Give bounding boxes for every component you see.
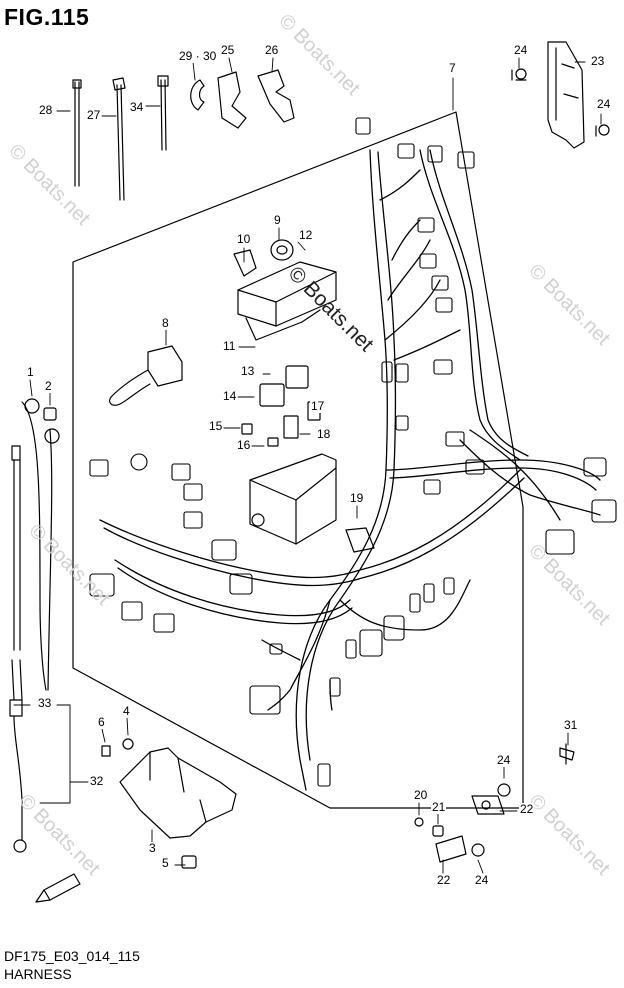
callout-number: 9 — [273, 213, 282, 227]
connectors — [89, 117, 617, 787]
callout-number: 22 — [436, 873, 452, 887]
bracket-23 — [511, 41, 610, 149]
callout-number: 5 — [161, 856, 170, 870]
bracket-3 — [101, 738, 237, 869]
callout-number: 22 — [519, 802, 535, 816]
fwd-arrow-icon — [35, 873, 81, 903]
callout-number: 24 — [496, 753, 512, 767]
fuse-box-assembly — [233, 239, 337, 341]
callout-number: 3 — [148, 841, 157, 855]
relays-fuses — [241, 365, 321, 447]
callout-number: 26 — [264, 43, 280, 57]
callout-number: 33 — [37, 696, 53, 710]
leader-lines — [13, 57, 602, 874]
callout-number: 19 — [349, 491, 365, 505]
battery-cables — [9, 398, 60, 853]
callout-number: 24 — [596, 97, 612, 111]
callout-number: 34 — [129, 100, 145, 114]
callout-number: 4 — [122, 704, 131, 718]
callout-number: 29 · 30 — [178, 49, 218, 63]
callout-number: 28 — [38, 103, 54, 117]
callout-number: 32 — [89, 774, 105, 788]
callout-number: 1 — [26, 365, 35, 379]
callout-number: 8 — [161, 316, 170, 330]
callout-number: 6 — [97, 715, 106, 729]
callout-number: 24 — [474, 873, 490, 887]
callout-number: 10 — [236, 232, 252, 246]
cap-19 — [345, 527, 375, 553]
callout-number: 16 — [236, 438, 252, 452]
callout-number: 17 — [310, 399, 326, 413]
callout-number: 13 — [240, 364, 256, 378]
cable-ties — [72, 75, 169, 201]
figure-caption: HARNESS — [4, 966, 72, 982]
callout-number: 2 — [44, 379, 53, 393]
callout-number: 14 — [222, 389, 238, 403]
assembly-outline — [72, 111, 524, 809]
callout-number: 12 — [298, 228, 314, 242]
lower-right-hardware — [414, 743, 575, 863]
callout-number: 24 — [513, 43, 529, 57]
wire-harness-7 — [99, 149, 601, 791]
junction-box — [249, 453, 337, 545]
callout-number: 23 — [590, 54, 606, 68]
clamps — [190, 69, 295, 129]
relay-8 — [108, 345, 183, 406]
callout-number: 27 — [86, 108, 102, 122]
callout-number: 18 — [316, 427, 332, 441]
callout-number: 21 — [431, 800, 447, 814]
callout-number: 31 — [563, 718, 579, 732]
callout-number: 7 — [448, 61, 457, 75]
model-code: DF175_E03_014_115 — [4, 948, 140, 964]
callout-number: 11 — [222, 339, 237, 353]
figure-title: FIG.115 — [4, 4, 90, 30]
callout-number: 25 — [220, 43, 236, 57]
callout-number: 20 — [413, 788, 429, 802]
callout-number: 15 — [208, 419, 224, 433]
